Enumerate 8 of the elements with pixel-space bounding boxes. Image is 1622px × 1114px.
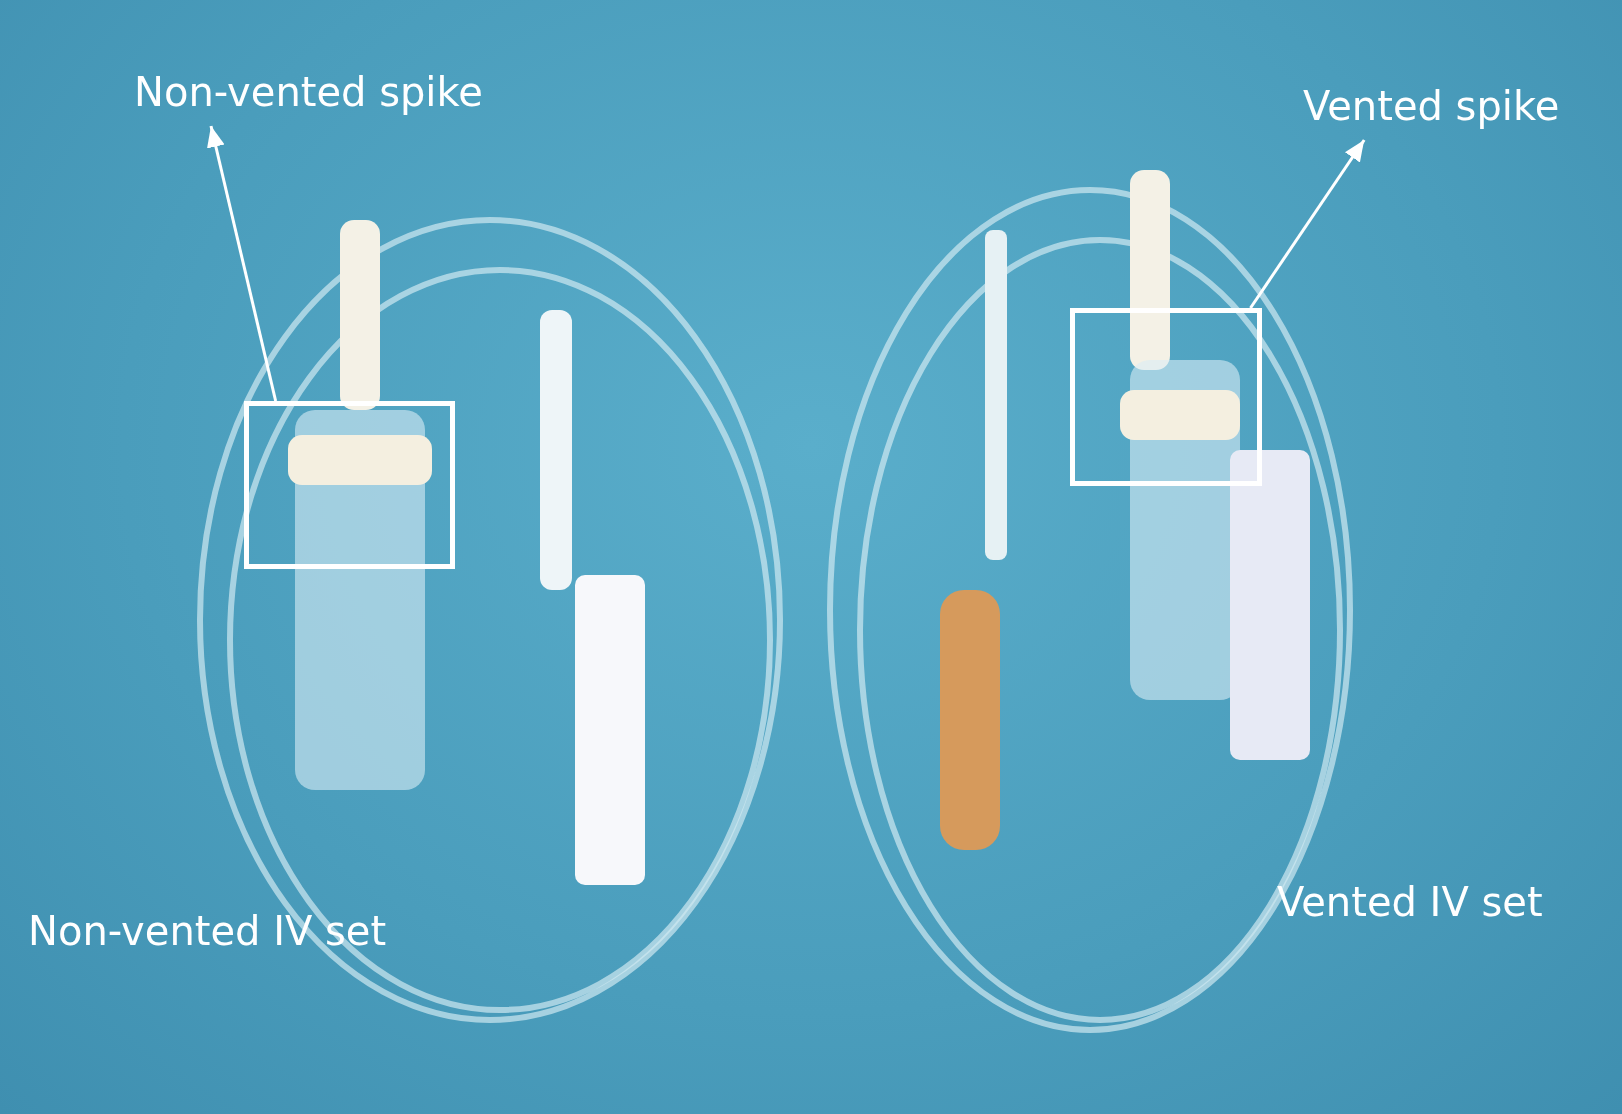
highlight-frame <box>244 401 455 569</box>
set-label: Vented IV set <box>1277 878 1543 927</box>
highlight-frame <box>1070 308 1262 486</box>
arrow <box>1249 139 1366 309</box>
set-label: Non-vented IV set <box>28 907 387 956</box>
part-label: Non-vented spike <box>134 66 483 118</box>
arrow <box>207 125 278 402</box>
part-label: Vented spike <box>1303 80 1560 132</box>
